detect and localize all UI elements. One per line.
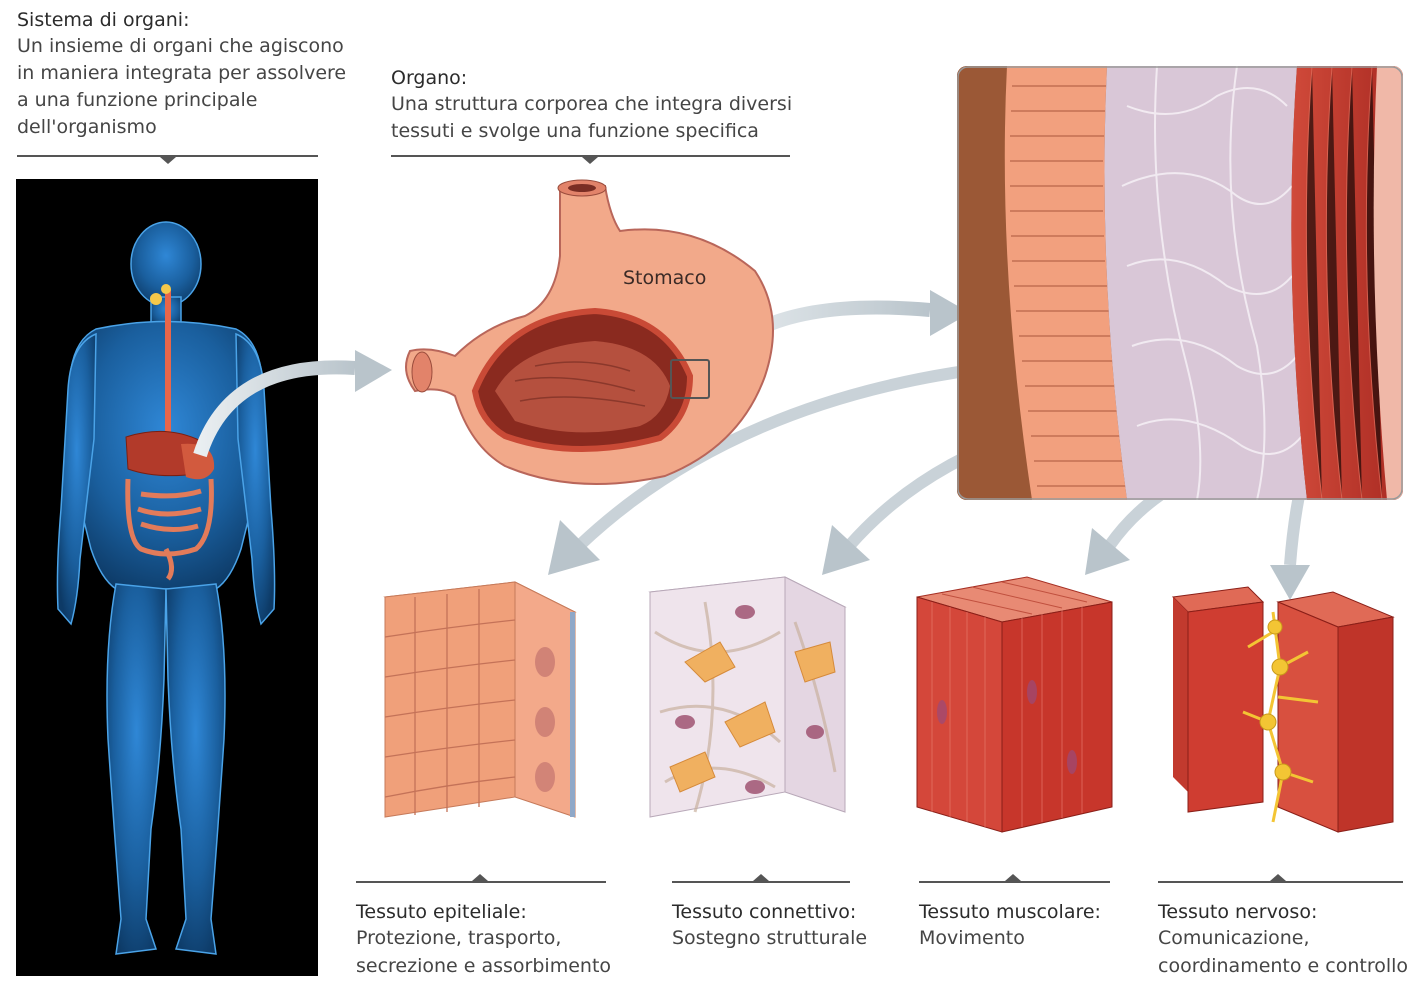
muscle-caption: Tessuto muscolare: Movimento — [919, 900, 1139, 952]
nervous-desc: Comunicazione, — [1158, 927, 1310, 949]
muscle-title: Tessuto muscolare: — [919, 901, 1101, 923]
connective-layer — [1104, 66, 1307, 500]
intestines-icon — [125, 478, 214, 581]
nervous-caption: Tessuto nervoso: Comunicazione, coordina… — [1158, 900, 1418, 980]
organ-caption: Organo: Una struttura corporea che integ… — [391, 66, 811, 145]
organ-title: Organo: — [391, 67, 468, 89]
muscle-desc: Movimento — [919, 927, 1025, 949]
system-desc-line: a una funzione principale — [17, 89, 258, 111]
epithelial-desc: Protezione, trasporto, — [356, 927, 562, 949]
tissue-rule — [919, 881, 1110, 883]
system-rule — [17, 155, 318, 157]
arrow-head — [1085, 528, 1130, 575]
arrow-head — [822, 525, 870, 575]
tissue-rule-pointer — [1270, 874, 1286, 881]
organ-desc-line: Una struttura corporea che integra diver… — [391, 93, 793, 115]
organ-rule-pointer — [582, 157, 598, 164]
system-title: Sistema di organi: — [17, 9, 190, 31]
arrow-head — [548, 520, 600, 575]
system-rule-pointer — [160, 157, 176, 164]
connective-desc: Sostegno strutturale — [672, 927, 868, 949]
tissue-section-panel — [957, 66, 1403, 500]
muscle-front — [916, 596, 1003, 833]
system-desc-line: Un insieme di organi che agiscono — [17, 35, 344, 57]
stomach-label: Stomaco — [623, 267, 706, 289]
tissue-rule — [356, 881, 606, 883]
nervous-right-front — [1277, 601, 1339, 833]
tissue-rule-pointer — [472, 874, 488, 881]
tissue-rule-pointer — [753, 874, 769, 881]
epithelium-layer — [1004, 66, 1127, 500]
organ-desc-line: tessuti e svolge una funzione specifica — [391, 120, 759, 142]
epithelial-title: Tessuto epiteliale: — [356, 901, 527, 923]
system-desc-line: in maniera integrata per assolvere — [17, 62, 347, 84]
organ-rule — [391, 155, 790, 157]
nervous-left-front — [1187, 601, 1264, 813]
nervous-desc: coordinamento e controllo — [1158, 955, 1409, 977]
connective-tissue-block — [648, 576, 847, 818]
nervous-tissue-block — [1171, 586, 1395, 833]
tissue-rule — [672, 881, 850, 883]
human-body-panel — [16, 179, 318, 976]
arrow-head — [930, 290, 970, 336]
tissue-rule — [1158, 881, 1403, 883]
tissue-rule-pointer — [1005, 874, 1021, 881]
nervous-title: Tessuto nervoso: — [1158, 901, 1318, 923]
connective-caption: Tessuto connettivo: Sostegno strutturale — [672, 900, 902, 952]
connective-title: Tessuto connettivo: — [672, 901, 857, 923]
epithelial-desc: secrezione e assorbimento — [356, 955, 612, 977]
arrow-system-to-organ — [193, 360, 356, 458]
stomach-illustration: Stomaco — [405, 179, 774, 485]
muscle-tissue-block — [916, 576, 1113, 833]
system-caption: Sistema di organi: Un insieme di organi … — [17, 8, 367, 141]
epithelial-caption: Tessuto epiteliale: Protezione, trasport… — [356, 900, 626, 980]
arrow-head — [355, 350, 392, 392]
arrow-head — [1270, 565, 1310, 600]
system-desc-line: dell'organismo — [17, 116, 157, 138]
magnify-box — [670, 359, 710, 399]
connective-front — [649, 576, 786, 818]
epithelial-front — [384, 581, 516, 818]
epithelial-tissue-block — [383, 581, 577, 818]
